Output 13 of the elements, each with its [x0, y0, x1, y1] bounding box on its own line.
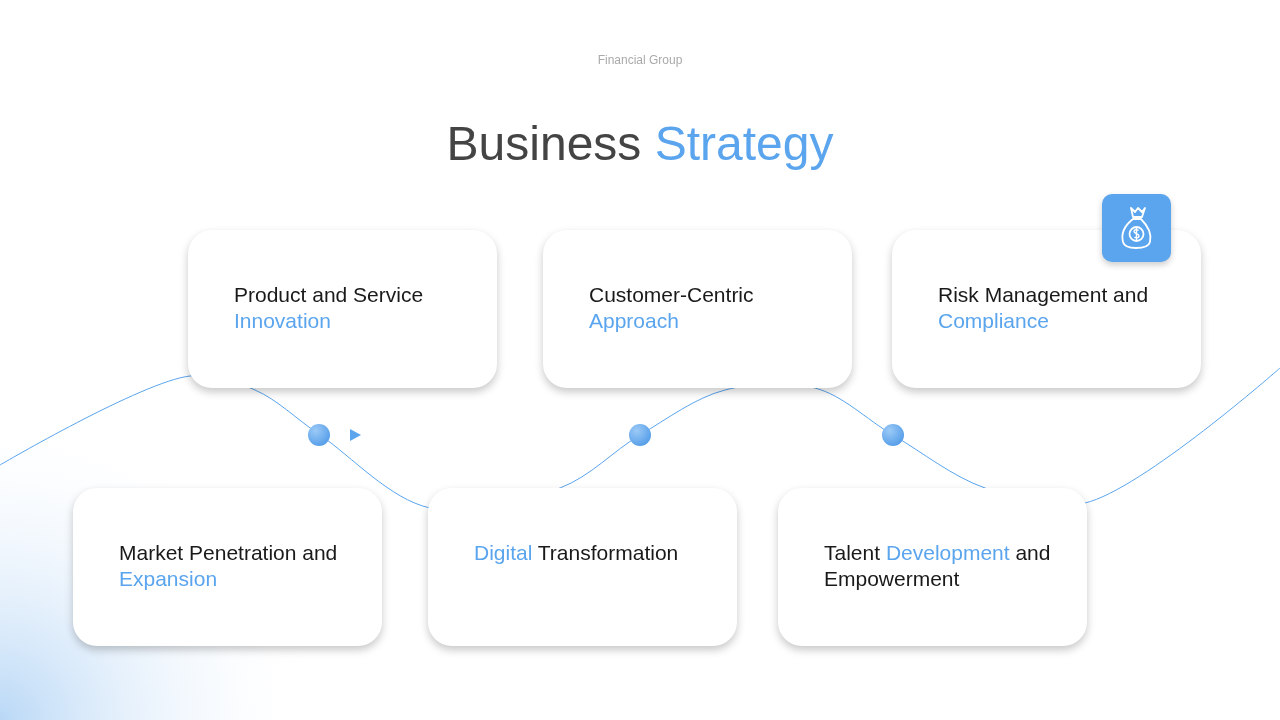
- subtitle-text: Financial Group: [596, 53, 684, 67]
- strategy-card: [778, 488, 1087, 646]
- strategy-card: [428, 488, 737, 646]
- card-text: Digital Transformation: [474, 540, 680, 566]
- card-text: Risk Management and Compliance: [938, 282, 1150, 334]
- strategy-card: [73, 488, 382, 646]
- card-text: Customer-Centric Approach: [589, 282, 755, 334]
- card-text: Talent Development and Empowerment: [824, 540, 1052, 592]
- strategy-card: [543, 230, 852, 388]
- card-text: Market Penetration and Expansion: [119, 540, 339, 592]
- card-text: Product and Service Innovation: [234, 282, 425, 334]
- title: Business Strategy: [445, 116, 835, 171]
- strategy-card: [188, 230, 497, 388]
